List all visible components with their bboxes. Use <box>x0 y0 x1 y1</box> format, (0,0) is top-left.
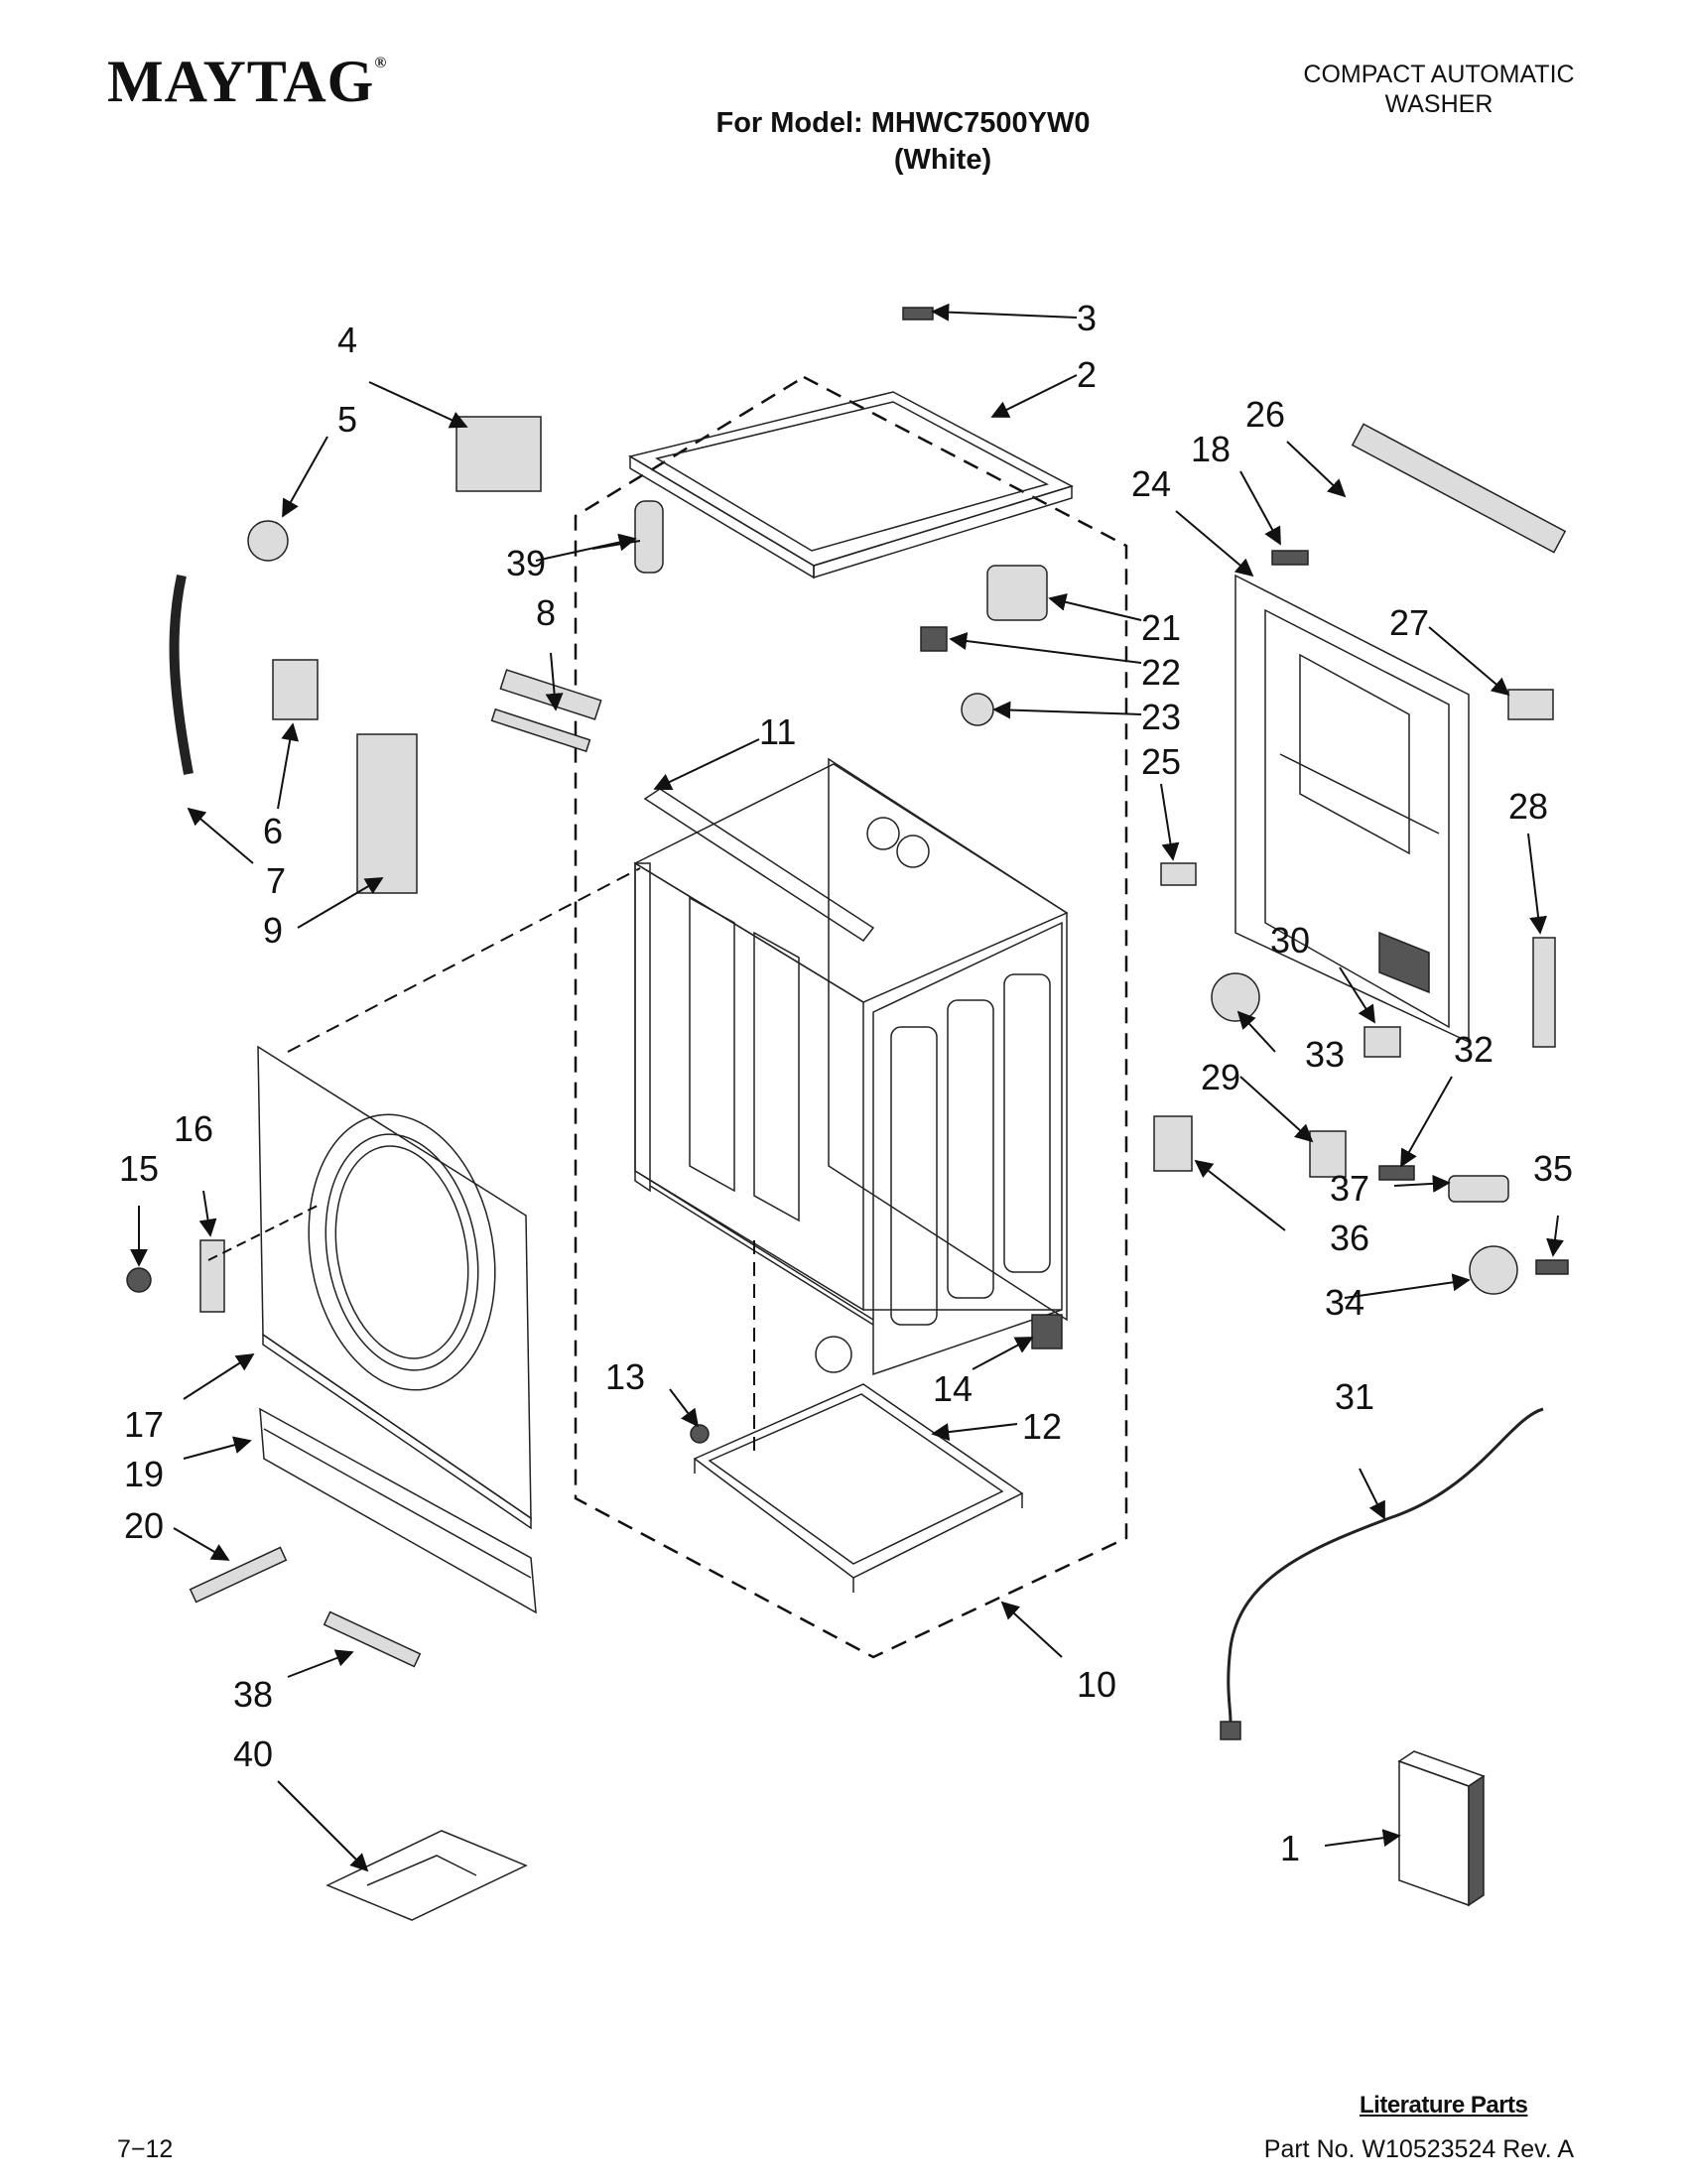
leader-lines <box>130 303 1564 1872</box>
callout-24: 24 <box>1131 463 1171 504</box>
power-cord <box>1227 1407 1544 1723</box>
callout-11: 11 <box>759 711 796 752</box>
callout-40: 40 <box>233 1734 273 1774</box>
callout-14: 14 <box>933 1368 973 1409</box>
small-parts <box>126 307 1569 1668</box>
callout-5: 5 <box>337 399 357 440</box>
callout-25: 25 <box>1141 741 1181 782</box>
callout-15: 15 <box>119 1148 159 1189</box>
callout-9: 9 <box>263 910 283 951</box>
callout-37: 37 <box>1330 1168 1369 1209</box>
callout-numbers: 1 2 3 4 5 6 7 8 9 10 11 12 13 14 15 16 1… <box>119 298 1573 1868</box>
document-type: COMPACT AUTOMATIC WASHER <box>1231 60 1647 119</box>
callout-8: 8 <box>536 592 556 633</box>
callout-13: 13 <box>605 1356 645 1397</box>
callout-10: 10 <box>1077 1664 1116 1705</box>
cabinet-dashed-outline <box>574 375 1128 1659</box>
callout-12: 12 <box>1022 1406 1062 1447</box>
model-color: (White) <box>893 144 992 176</box>
callout-27: 27 <box>1389 602 1429 643</box>
callout-30: 30 <box>1270 920 1310 961</box>
base-pan <box>693 1383 1024 1593</box>
callout-22: 22 <box>1141 652 1181 693</box>
literature-parts-label: Literature Parts <box>1360 2092 1528 2119</box>
callout-2: 2 <box>1077 354 1097 395</box>
drain-hose <box>169 574 194 775</box>
callout-16: 16 <box>174 1108 213 1149</box>
tray <box>325 1830 528 1921</box>
callout-28: 28 <box>1508 786 1548 827</box>
callout-31: 31 <box>1335 1376 1374 1417</box>
callout-19: 19 <box>124 1454 164 1494</box>
callout-1: 1 <box>1280 1828 1300 1868</box>
callout-38: 38 <box>233 1674 273 1715</box>
model-number: For Model: MHWC7500YW0 <box>715 107 1091 139</box>
page-date-code: 7−12 <box>117 2135 174 2163</box>
callout-33: 33 <box>1305 1034 1345 1075</box>
callout-23: 23 <box>1141 697 1181 737</box>
callout-35: 35 <box>1533 1148 1573 1189</box>
callout-6: 6 <box>263 811 283 851</box>
power-plug <box>1220 1721 1241 1740</box>
callout-26: 26 <box>1245 394 1285 435</box>
toe-panel <box>259 1407 537 1614</box>
callout-32: 32 <box>1454 1029 1493 1070</box>
cabinet-frame <box>633 757 1069 1376</box>
brand-logo: MAYTAG® <box>107 49 388 114</box>
document-type-line2: WASHER <box>1384 90 1493 118</box>
callout-4: 4 <box>337 320 357 360</box>
callout-18: 18 <box>1191 429 1231 469</box>
front-panel <box>257 1045 532 1530</box>
callout-29: 29 <box>1201 1057 1240 1097</box>
part-number: Part No. W10523524 Rev. A <box>1263 2135 1574 2163</box>
literature-parts-book <box>1397 1750 1486 1907</box>
document-type-line1: COMPACT AUTOMATIC <box>1303 61 1575 88</box>
callout-17: 17 <box>124 1404 164 1445</box>
top-panel <box>628 391 1074 579</box>
callout-3: 3 <box>1077 298 1097 338</box>
rear-panel <box>1234 574 1470 1044</box>
callout-21: 21 <box>1141 607 1181 648</box>
callout-20: 20 <box>124 1505 164 1546</box>
callout-36: 36 <box>1330 1218 1369 1258</box>
callout-7: 7 <box>266 860 286 901</box>
callout-34: 34 <box>1325 1282 1364 1323</box>
callout-39: 39 <box>506 543 546 583</box>
